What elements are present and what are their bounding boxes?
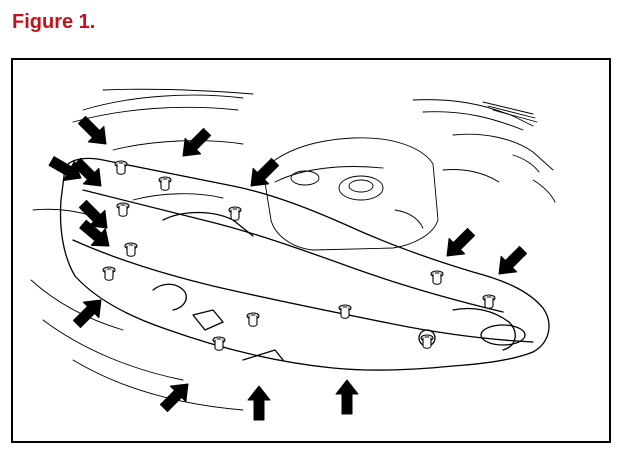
figure-frame [11, 58, 611, 443]
clip-icon [212, 336, 226, 351]
engine-bay-background [30, 88, 556, 411]
clip-icon [246, 312, 260, 327]
clip-icon [158, 176, 172, 191]
clip-icon [338, 304, 352, 319]
clip-icon [482, 294, 496, 309]
engine-bay-illustration [30, 88, 556, 421]
arrow-icon [72, 157, 102, 187]
clip-group [102, 160, 496, 351]
clip-icon [228, 206, 242, 221]
figure-title: Figure 1. [12, 11, 96, 33]
arrow-icon [77, 115, 107, 145]
arrow-icon [72, 299, 102, 329]
clip-icon [124, 242, 138, 257]
arrow-group [48, 115, 528, 421]
arrow-icon [48, 156, 82, 182]
arrow-icon [182, 127, 212, 157]
clip-icon [114, 160, 128, 175]
arrow-icon [250, 157, 280, 187]
clip-icon [430, 270, 444, 285]
clip-icon [102, 266, 116, 281]
clip-icon [116, 202, 130, 217]
arrow-icon [498, 245, 528, 275]
radiator-support-cover [59, 157, 550, 371]
clip-icon [420, 334, 434, 349]
arrow-icon [247, 385, 271, 421]
arrow-icon [159, 383, 189, 413]
arrow-icon [335, 379, 359, 415]
arrow-icon [79, 219, 110, 247]
arrow-icon [446, 227, 476, 257]
